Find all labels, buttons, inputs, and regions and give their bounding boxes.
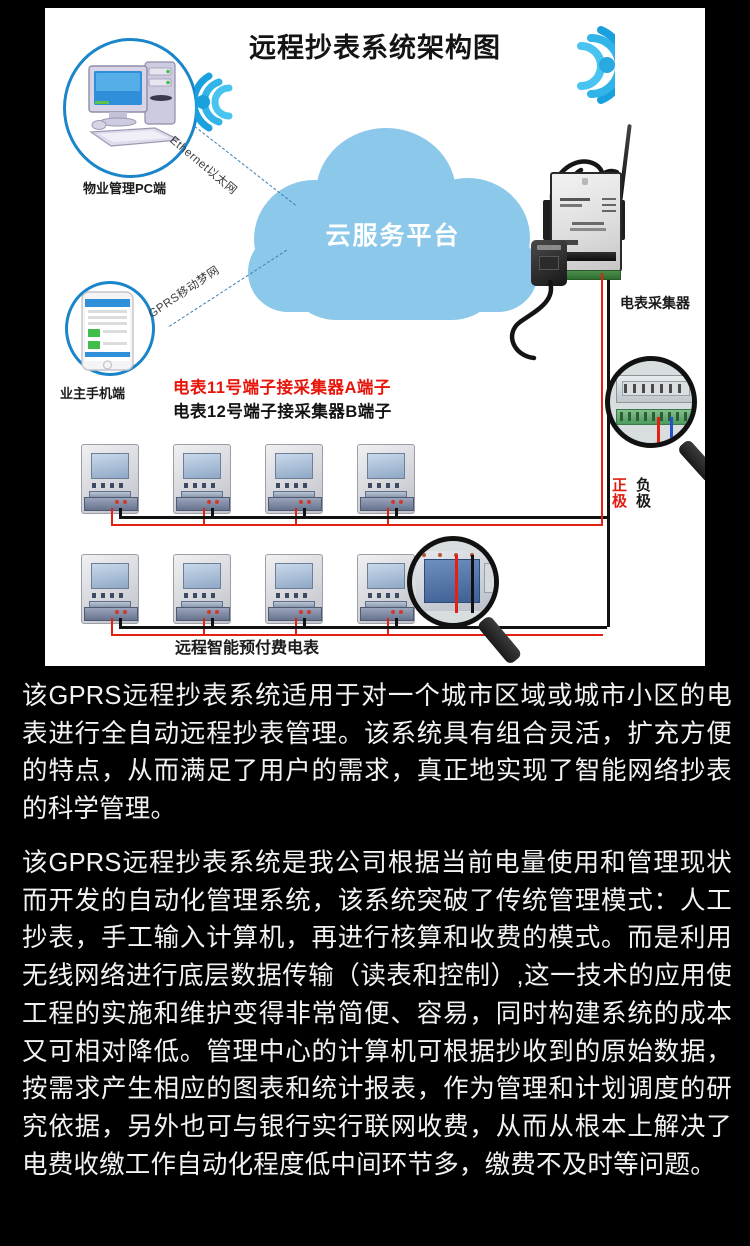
electric-meter <box>173 444 231 514</box>
ethernet-link-label: Ethernet以太网 <box>167 134 240 198</box>
electric-meter <box>265 444 323 514</box>
wire-negative <box>119 508 122 518</box>
product-description: 该GPRS远程抄表系统适用于对一个城市区域或城市小区的电表进行全自动远程抄表管理… <box>22 678 732 1201</box>
desktop-computer-icon <box>88 61 182 147</box>
bus-positive-row2 <box>111 634 601 636</box>
magnifier-meter-terminals <box>407 536 499 628</box>
smartphone-icon <box>81 291 134 371</box>
magnifier-collector-terminals <box>605 356 697 448</box>
magnifier-handle-meter <box>476 614 523 666</box>
wire-negative <box>211 508 214 518</box>
cloud-platform-label: 云服务平台 <box>325 222 461 250</box>
phone-node-ring <box>65 281 155 376</box>
trunk-positive-end <box>601 634 603 636</box>
wifi-signal-icon-collector <box>577 26 615 104</box>
system-architecture-diagram: 远程抄表系统架构图 云服务平台 物业管理PC端 <box>45 8 705 666</box>
meters-caption-label: 远程智能预付费电表 <box>175 640 320 657</box>
wire-negative <box>395 618 398 628</box>
electric-meter <box>81 444 139 514</box>
polarity-negative-label: 负极 <box>635 477 651 510</box>
electric-meter <box>265 554 323 624</box>
electric-meter <box>357 554 415 624</box>
phone-node-label: 业主手机端 <box>60 386 126 401</box>
wifi-signal-icon-pc <box>195 72 233 132</box>
collector-node-label: 电表采集器 <box>620 295 690 311</box>
bus-negative-row1 <box>119 516 607 519</box>
adapter-cable <box>509 279 554 361</box>
wire-negative <box>211 618 214 628</box>
trunk-negative <box>607 280 610 627</box>
callout-terminal-a: 电表11号端子接采集器A端子 <box>173 379 391 397</box>
gprs-link-label: GPRS移动梦网 <box>146 264 222 321</box>
description-paragraph-1: 该GPRS远程抄表系统适用于对一个城市区域或城市小区的电表进行全自动远程抄表管理… <box>22 682 732 824</box>
callout-terminal-b: 电表12号端子接采集器B端子 <box>173 403 392 421</box>
bus-positive-row1 <box>111 524 601 526</box>
polarity-positive-label: 正极 <box>611 477 627 510</box>
bus-negative-row2 <box>119 626 607 629</box>
cloud-platform-shape: 云服务平台 <box>248 128 538 328</box>
electric-meter <box>173 554 231 624</box>
description-paragraph-2: 该GPRS远程抄表系统是我公司根据当前电量使用和管理现状而开发的自动化管理系统，… <box>22 848 732 1179</box>
wire-negative <box>119 618 122 628</box>
trunk-positive <box>601 273 603 526</box>
wire-negative <box>395 508 398 518</box>
meter-collector-device <box>550 172 622 272</box>
electric-meter <box>81 554 139 624</box>
pc-node-label: 物业管理PC端 <box>83 181 167 196</box>
electric-meter <box>357 444 415 514</box>
wire-negative <box>303 508 306 518</box>
wire-negative <box>303 618 306 628</box>
power-adapter-icon <box>531 240 567 286</box>
wire-positive <box>111 618 113 636</box>
magnifier-handle-collector <box>676 438 705 484</box>
wire-positive <box>111 508 113 526</box>
diagram-title: 远程抄表系统架构图 <box>249 33 501 63</box>
